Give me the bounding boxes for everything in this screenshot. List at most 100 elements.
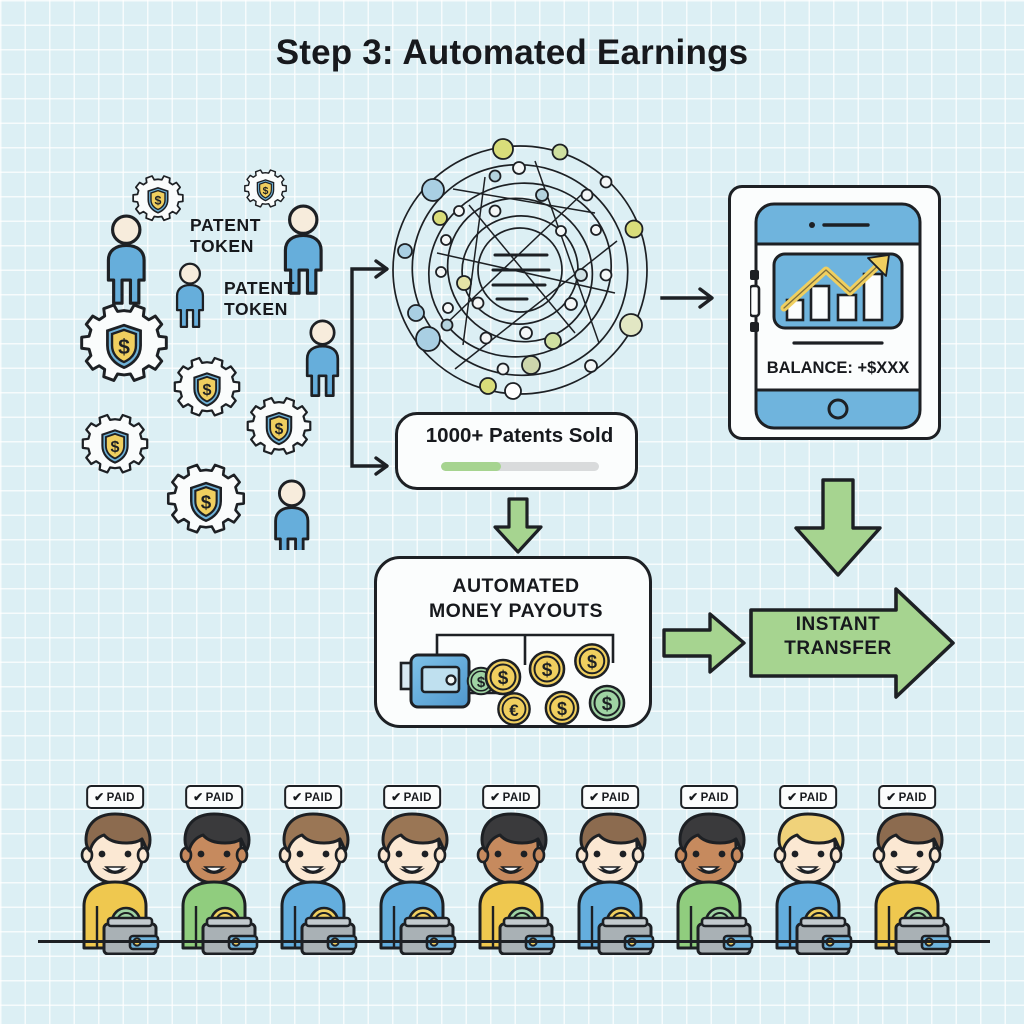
paid-badge: ✔PAID (383, 785, 441, 809)
arrow-right-icon (698, 287, 714, 309)
paid-badge: ✔PAID (779, 785, 837, 809)
bracket-connector (348, 255, 396, 480)
progress-bar-track (441, 462, 599, 471)
instant-transfer-arrow[interactable]: INSTANT TRANSFER (748, 586, 956, 700)
paid-person: ✔PAID $ (759, 780, 857, 955)
arrow-down-icon (794, 478, 882, 577)
paid-badge-label: PAID (601, 791, 630, 804)
earnings-device-card[interactable]: BALANCE: +$XXX (728, 185, 941, 440)
payouts-illustration: $ $ € $ $ $ $ (399, 633, 626, 725)
arrow-right-icon (662, 612, 746, 674)
gear-shield-dollar-icon (246, 396, 312, 455)
cluster-svg: $ (80, 169, 340, 562)
instant-transfer-label: INSTANT TRANSFER (784, 614, 892, 660)
svg-text:$: $ (587, 652, 597, 672)
person-figure: $ (575, 812, 655, 955)
svg-text:$: $ (498, 668, 509, 689)
patent-token-label-2: PATENT TOKEN (224, 278, 296, 320)
person-icon (305, 319, 340, 397)
paid-badge: ✔PAID (185, 785, 243, 809)
paid-person: ✔PAID $ (462, 780, 560, 955)
person-figure: $ (80, 812, 160, 955)
coin-icon: € (497, 692, 531, 725)
patent-token-label-1: PATENT TOKEN (190, 215, 262, 257)
paid-badge-label: PAID (106, 791, 135, 804)
paid-person: ✔PAID $ (165, 780, 263, 955)
check-icon: ✔ (688, 789, 699, 804)
person-figure: $ (773, 812, 853, 955)
coin-icon: $ (466, 666, 496, 696)
person-figure: $ (674, 812, 754, 955)
paid-badge-label: PAID (799, 791, 828, 804)
network-to-tablet-arrow (660, 283, 724, 313)
person-icon (106, 214, 146, 305)
paid-badge-label: PAID (898, 791, 927, 804)
paid-person: ✔PAID $ (660, 780, 758, 955)
gear-shield-dollar-icon (166, 463, 246, 534)
check-icon: ✔ (490, 789, 501, 804)
person-figure: $ (872, 812, 952, 955)
coin-icon: $ (484, 658, 522, 696)
ground-line (38, 940, 990, 944)
tablet-to-transfer-arrow (790, 478, 886, 578)
paid-person: ✔PAID $ (66, 780, 164, 955)
person-figure: $ (278, 812, 358, 955)
paid-badge: ✔PAID (581, 785, 639, 809)
paid-person: ✔PAID $ (561, 780, 659, 955)
paid-people-row: ✔PAID $ ✔PAID (0, 780, 1024, 960)
gear-shield-dollar-icon (132, 175, 184, 222)
check-icon: ✔ (94, 789, 105, 804)
coin-icon: $ (544, 690, 580, 725)
person-icon (175, 262, 205, 328)
svg-text:$: $ (602, 694, 613, 715)
check-icon: ✔ (886, 789, 897, 804)
svg-text:$: $ (557, 699, 567, 719)
blockchain-network-graphic (385, 133, 655, 408)
paid-badge-label: PAID (304, 791, 333, 804)
patents-sold-card[interactable]: 1000+ Patents Sold (395, 412, 638, 490)
gear-shield-dollar-icon (81, 413, 149, 474)
paid-badge: ✔PAID (86, 785, 144, 809)
person-icon (274, 479, 310, 562)
progress-to-payouts-arrow (489, 497, 547, 555)
phone-illustration: BALANCE: +$XXX (750, 202, 922, 430)
coin-icon: $ (528, 650, 566, 688)
svg-text:$: $ (542, 660, 553, 681)
paid-badge: ✔PAID (680, 785, 738, 809)
paid-badge: ✔PAID (878, 785, 936, 809)
vault-safe-icon (399, 653, 471, 709)
paid-badge: ✔PAID (482, 785, 540, 809)
check-icon: ✔ (589, 789, 600, 804)
progress-bar-fill (441, 462, 502, 471)
person-figure: $ (476, 812, 556, 955)
gear-shield-dollar-icon (80, 303, 168, 382)
payouts-to-transfer-arrow (662, 612, 746, 674)
arrow-down-icon (493, 497, 543, 554)
trend-arrow-icon (867, 254, 890, 277)
automated-payouts-card[interactable]: AUTOMATED MONEY PAYOUTS (374, 556, 652, 728)
patents-sold-label: 1000+ Patents Sold (425, 424, 614, 447)
balance-text: BALANCE: +$XXX (767, 359, 910, 377)
person-figure: $ (179, 812, 259, 955)
paid-badge-label: PAID (205, 791, 234, 804)
coin-icon: $ (588, 684, 626, 722)
coin-icon: $ (574, 643, 610, 679)
paid-badge: ✔PAID (284, 785, 342, 809)
check-icon: ✔ (787, 789, 798, 804)
automated-payouts-title: AUTOMATED MONEY PAYOUTS (428, 575, 604, 623)
page-title: Step 3: Automated Earnings (275, 33, 749, 72)
arrow-right-icon (374, 259, 389, 279)
document-lines-icon (491, 253, 551, 301)
paid-person: ✔PAID $ (363, 780, 461, 955)
patent-token-cluster: $ (60, 150, 360, 562)
paid-badge-label: PAID (502, 791, 531, 804)
paid-person: ✔PAID $ (264, 780, 362, 955)
earnings-chart (772, 252, 904, 330)
svg-text:€: € (509, 701, 519, 720)
svg-text:$: $ (477, 674, 486, 691)
arrow-right-icon (374, 456, 389, 476)
paid-badge-label: PAID (403, 791, 432, 804)
check-icon: ✔ (391, 789, 402, 804)
paid-badge-label: PAID (700, 791, 729, 804)
